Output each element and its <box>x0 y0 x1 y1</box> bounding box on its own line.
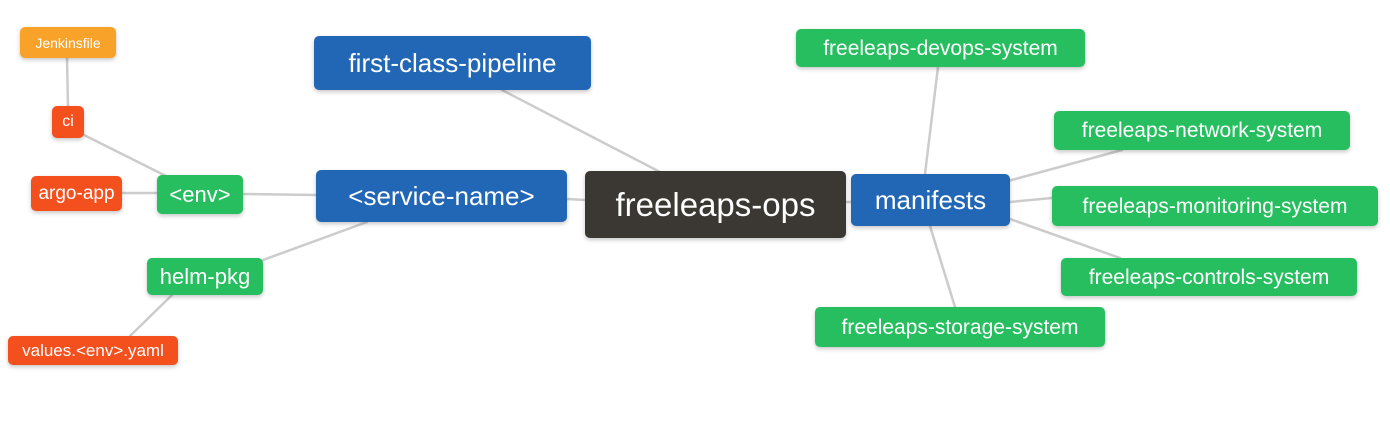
node-jenkinsfile[interactable]: Jenkinsfile <box>20 27 116 58</box>
node-ci[interactable]: ci <box>52 106 84 138</box>
node-values-env-yaml[interactable]: values.<env>.yaml <box>8 336 178 365</box>
edge-helm-pkg-to-values-env-yaml <box>128 293 174 338</box>
edge-ci-to-env <box>82 133 170 179</box>
node-manifests[interactable]: manifests <box>851 174 1010 226</box>
node-argo-app[interactable]: argo-app <box>31 176 122 211</box>
edge-service-name-to-freeleaps-ops <box>565 197 587 202</box>
node-freeleaps-controls-system[interactable]: freeleaps-controls-system <box>1061 258 1357 296</box>
edge-manifests-to-freeleaps-controls-system <box>1008 217 1122 260</box>
edge-manifests-to-freeleaps-storage-system <box>928 224 957 309</box>
edge-env-to-service-name <box>241 192 318 197</box>
node-helm-pkg[interactable]: helm-pkg <box>147 258 263 295</box>
node-first-class-pipeline[interactable]: first-class-pipeline <box>314 36 591 90</box>
node-service-name[interactable]: <service-name> <box>316 170 567 222</box>
edge-service-name-to-helm-pkg <box>261 220 369 262</box>
node-freeleaps-storage-system[interactable]: freeleaps-storage-system <box>815 307 1105 347</box>
node-freeleaps-ops[interactable]: freeleaps-ops <box>585 171 846 238</box>
node-env[interactable]: <env> <box>157 175 243 214</box>
node-freeleaps-network-system[interactable]: freeleaps-network-system <box>1054 111 1350 150</box>
edge-freeleaps-devops-system-to-manifests <box>923 65 940 176</box>
edge-manifests-to-freeleaps-network-system <box>1006 148 1124 183</box>
node-freeleaps-monitoring-system[interactable]: freeleaps-monitoring-system <box>1052 186 1378 226</box>
node-freeleaps-devops-system[interactable]: freeleaps-devops-system <box>796 29 1085 67</box>
edge-manifests-to-freeleaps-monitoring-system <box>1008 196 1054 204</box>
edge-first-class-pipeline-to-freeleaps-ops <box>500 88 662 174</box>
edge-jenkinsfile-to-ci <box>65 56 70 108</box>
